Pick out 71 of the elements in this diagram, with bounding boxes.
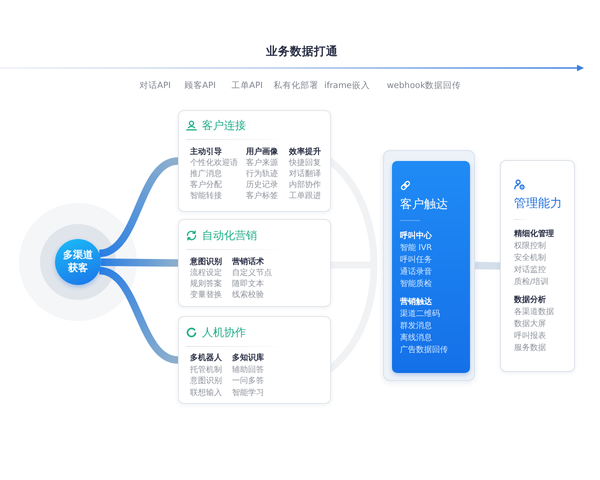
group-heading: 数据分析 (514, 295, 546, 305)
group-heading: 多知识库 (232, 353, 264, 363)
group-heading: 呼叫中心 (400, 231, 432, 241)
feature-item: 对话翻译 (289, 169, 321, 179)
feature-item: 客户分配 (190, 180, 222, 190)
integration-label: 私有化部署 (274, 81, 318, 91)
card-title: 自动化营销 (202, 229, 257, 243)
group-heading: 效率提升 (289, 147, 321, 157)
feature-panel (392, 161, 470, 373)
feature-item: 变量替换 (190, 290, 222, 300)
group-heading: 用户画像 (246, 147, 278, 157)
feature-item: 历史记录 (246, 180, 278, 190)
integration-label: 对话API (139, 81, 171, 91)
card-title: 管理能力 (514, 196, 562, 211)
feature-item: 快捷回复 (289, 158, 321, 168)
feature-item: 规则答案 (190, 279, 222, 289)
card-title: 客户触达 (400, 197, 448, 212)
feature-item: 内部协作 (289, 180, 321, 190)
feature-item: 线索校验 (232, 290, 264, 300)
feature-item: 质检/培训 (514, 277, 549, 287)
feature-item: 广告数据回传 (400, 345, 448, 355)
integration-label: 工单API (231, 81, 263, 91)
feature-item: 随即文本 (232, 279, 264, 289)
section-title: 业务数据打通 (266, 44, 338, 58)
feature-item: 数据大屏 (514, 319, 546, 329)
feature-item: 呼叫报表 (514, 331, 546, 341)
feature-item: 流程设定 (190, 268, 222, 278)
feature-item: 自定义节点 (232, 268, 272, 278)
group-heading: 意图识别 (190, 257, 222, 267)
feature-item: 离线消息 (400, 333, 432, 343)
feature-item: 渠道二维码 (400, 309, 440, 319)
feature-item: 个性化欢迎语 (190, 158, 238, 168)
feature-item: 一问多答 (232, 376, 264, 386)
group-heading: 多机器人 (190, 353, 222, 363)
card-title: 人机协作 (202, 326, 246, 340)
group-heading: 营销触达 (400, 297, 432, 307)
feature-item: 权限控制 (514, 241, 546, 251)
feature-card (178, 110, 331, 212)
feature-item: 智能 IVR (400, 243, 432, 253)
feature-item: 服务数据 (514, 343, 546, 353)
feature-item: 推广消息 (190, 169, 222, 179)
integration-label: 顾客API (184, 81, 216, 91)
feature-item: 客户来源 (246, 158, 278, 168)
feature-card (178, 219, 331, 307)
feature-item: 工单跟进 (289, 191, 321, 201)
feature-item: 辅助回答 (232, 364, 264, 374)
integration-label: iframe嵌入 (324, 81, 370, 91)
feature-card (178, 316, 331, 404)
connector-band (100, 258, 178, 267)
connector-band (474, 262, 500, 270)
feature-item: 意图识别 (190, 376, 222, 386)
feature-item: 各渠道数据 (514, 307, 554, 317)
feature-item: 智能学习 (232, 388, 264, 398)
feature-item: 行为轨迹 (246, 169, 278, 179)
panel-frame (383, 150, 475, 381)
feature-item: 联想输入 (190, 388, 222, 398)
feature-item: 对话监控 (514, 265, 546, 275)
feature-item: 群发消息 (400, 321, 432, 331)
feature-item: 呼叫任务 (400, 255, 432, 265)
feature-item: 智能转接 (190, 191, 222, 201)
group-heading: 精细化管理 (514, 229, 554, 239)
group-heading: 营销话术 (232, 257, 264, 267)
feature-item: 安全机制 (514, 253, 546, 263)
card-title: 客户连接 (202, 119, 246, 133)
integration-label: webhook数据回传 (386, 81, 462, 91)
feature-item: 智能质检 (400, 279, 432, 289)
feature-item: 托管机制 (190, 364, 222, 374)
feature-card (500, 160, 575, 372)
feature-item: 通话录音 (400, 267, 432, 277)
group-heading: 主动引导 (190, 147, 222, 157)
feature-item: 客户标签 (246, 191, 278, 201)
